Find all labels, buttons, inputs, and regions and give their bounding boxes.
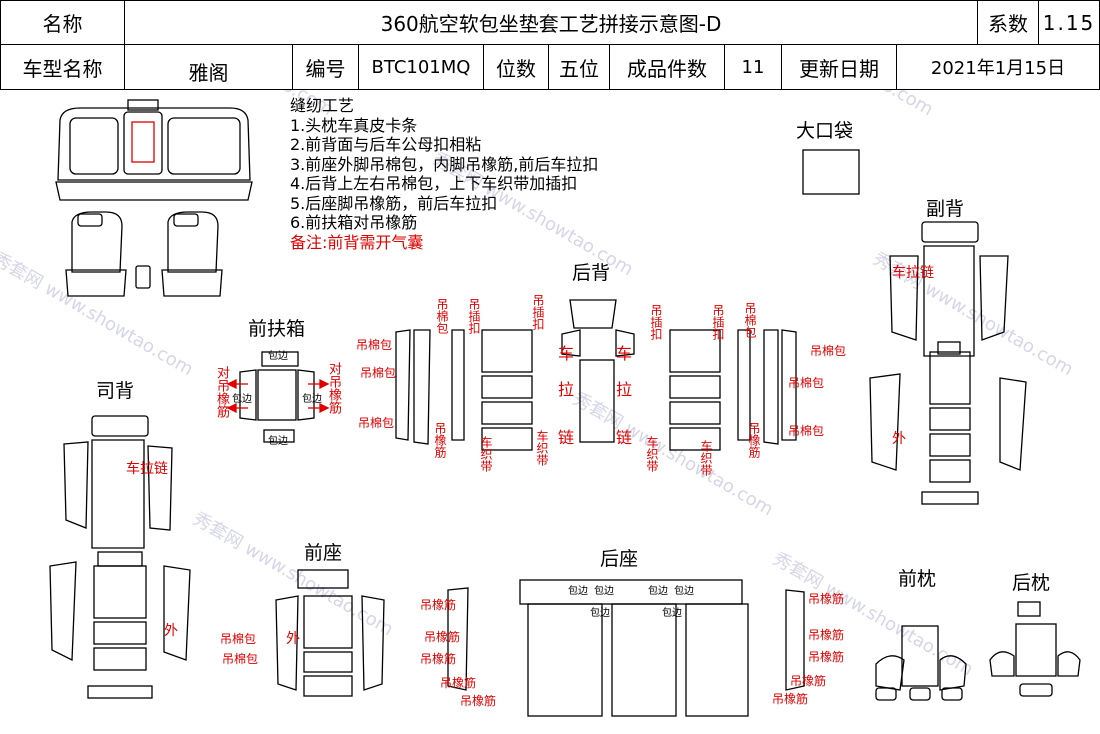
count-value: 11	[724, 44, 782, 90]
section-front-pillow: 前枕	[898, 568, 937, 590]
annotation-edge: 包边	[268, 436, 288, 447]
annotation-hang-cotton: 吊棉包	[788, 376, 825, 390]
note-item: 2.前背面与后车公母扣相粘	[290, 135, 482, 154]
driver-back-pieces	[49, 415, 191, 699]
annotation-hang-elastic: 吊橡筋	[808, 592, 845, 606]
notes-title: 缝纫工艺	[290, 96, 355, 115]
annotation-hang-cotton-vertical: 吊棉包	[435, 298, 449, 334]
annotation-edge: 包边	[302, 394, 322, 405]
date-label: 更新日期	[781, 44, 897, 90]
annotation-hang-cotton-vertical: 吊棉包	[743, 302, 757, 338]
annotation-la: 拉	[616, 380, 633, 399]
section-front-armrest: 前扶箱	[248, 318, 306, 340]
annotation-hang-elastic: 吊橡筋	[420, 652, 457, 666]
annotation-hang-cotton: 吊棉包	[358, 416, 395, 430]
annotation-zipper: 车拉链	[892, 265, 934, 281]
annotation-hang-elastic: 吊橡筋	[460, 694, 497, 708]
annotation-hang-cotton: 吊棉包	[360, 366, 397, 380]
armrest-arrows	[226, 378, 330, 414]
note-item: 3.前座外脚吊棉包，内脚吊橡筋,前后车拉扣	[290, 154, 599, 174]
annotation-hang-elastic: 吊橡筋	[772, 692, 809, 706]
name-label: 名称	[0, 0, 125, 45]
annotation-hang-cotton: 吊棉包	[220, 632, 257, 646]
section-driver-back: 司背	[96, 380, 135, 402]
annotation-edge: 包边	[662, 608, 682, 619]
rear-back-pieces	[395, 299, 797, 451]
annotation-outer: 外	[892, 431, 906, 447]
annotation-lian: 链	[558, 428, 575, 447]
front-pillow-pieces	[875, 625, 967, 701]
section-rear-seat: 后座	[600, 548, 639, 570]
code-value: BTC101MQ	[358, 44, 484, 90]
annotation-edge: 包边	[568, 586, 588, 597]
annotation-hang-elastic: 吊橡筋	[808, 650, 845, 664]
rear-bench-thumbnail	[55, 99, 253, 201]
annotation-che: 车	[616, 344, 633, 363]
annotation-sew-strap: 车织带	[645, 436, 659, 472]
annotation-edge: 包边	[268, 351, 288, 362]
note-item: 1.头枕车真皮卡条	[290, 115, 418, 135]
front-seat-thumbnail	[65, 211, 223, 297]
coef-value: 1.15	[1038, 0, 1100, 45]
annotation-hang-elastic: 吊橡筋	[424, 630, 461, 644]
passenger-back-pieces	[869, 221, 1027, 505]
annotation-edge: 包边	[232, 394, 252, 405]
section-rear-pillow: 后枕	[1012, 572, 1051, 594]
annotation-hang-cotton: 吊棉包	[788, 424, 825, 438]
section-rear-back: 后背	[572, 262, 611, 284]
note-item: 6.前扶箱对吊橡筋	[290, 213, 418, 232]
annotation-hang-elastic: 吊橡筋	[790, 674, 827, 688]
annotation-che: 车	[558, 344, 575, 363]
annotation-la: 拉	[558, 380, 575, 399]
annotation-hang-elastic: 吊橡筋	[808, 628, 845, 642]
sewing-notes: 缝纫工艺 1.头枕车真皮卡条 2.前背面与后车公母扣相粘 3.前座外脚吊棉包，内…	[290, 96, 598, 252]
annotation-hang-elastic-vertical: 吊橡筋	[433, 422, 447, 458]
annotation-hang-elastic: 吊橡筋	[420, 598, 457, 612]
annotation-hang-buckle: 吊插扣	[467, 298, 481, 334]
annotation-hang-buckle: 吊插扣	[711, 304, 725, 340]
front-seat-pieces	[275, 569, 385, 697]
annotation-edge: 包边	[648, 586, 668, 597]
pos-label: 位数	[483, 44, 549, 90]
annotation-edge: 包边	[590, 608, 610, 619]
model-value: 雅阁	[124, 44, 293, 90]
code-label: 编号	[292, 44, 359, 90]
note-item: 4.后背上左右吊棉包，上下车织带加插扣	[290, 174, 578, 193]
rear-seat-pieces	[447, 579, 805, 717]
model-label: 车型名称	[0, 44, 125, 90]
annotation-hang-elastic: 吊橡筋	[440, 676, 477, 690]
header-table: 名称 360航空软包坐垫套工艺拼接示意图-D 系数 1.15 车型名称 雅阁 编…	[0, 0, 1100, 90]
notes-remark: 备注:前背需开气囊	[290, 232, 424, 252]
annotation-hang-cotton: 吊棉包	[222, 652, 259, 666]
annotation-sew-strap: 车织带	[535, 430, 549, 466]
coef-label: 系数	[977, 0, 1039, 45]
section-big-pocket: 大口袋	[796, 120, 854, 142]
count-label: 成品件数	[609, 44, 725, 90]
annotation-outer: 外	[164, 623, 178, 639]
annotation-pair-elastic: 对吊橡筋	[214, 366, 229, 418]
annotation-sew-strap: 车织带	[479, 436, 493, 472]
front-armrest-pieces	[239, 351, 315, 443]
annotation-hang-cotton: 吊棉包	[356, 338, 393, 352]
section-front-seat: 前座	[304, 542, 343, 564]
annotation-hang-cotton: 吊棉包	[810, 344, 847, 358]
annotation-hang-elastic-vertical: 吊橡筋	[747, 422, 761, 458]
annotation-edge: 包边	[674, 586, 694, 597]
annotation-hang-buckle: 吊插扣	[649, 304, 663, 340]
big-pocket-piece	[802, 149, 860, 195]
annotation-edge: 包边	[594, 586, 614, 597]
section-passenger-back: 副背	[926, 198, 965, 220]
annotation-lian: 链	[616, 428, 633, 447]
annotation-outer: 外	[286, 631, 300, 647]
note-item: 5.后座脚吊橡筋，前后车拉扣	[290, 193, 498, 213]
date-value: 2021年1月15日	[896, 44, 1100, 90]
annotation-zipper: 车拉链	[126, 461, 168, 477]
rear-pillow-pieces	[989, 601, 1081, 697]
annotation-pair-elastic: 对吊橡筋	[326, 362, 341, 414]
annotation-hang-buckle: 吊插扣	[531, 294, 545, 330]
annotation-sew-strap: 车织带	[699, 440, 713, 476]
